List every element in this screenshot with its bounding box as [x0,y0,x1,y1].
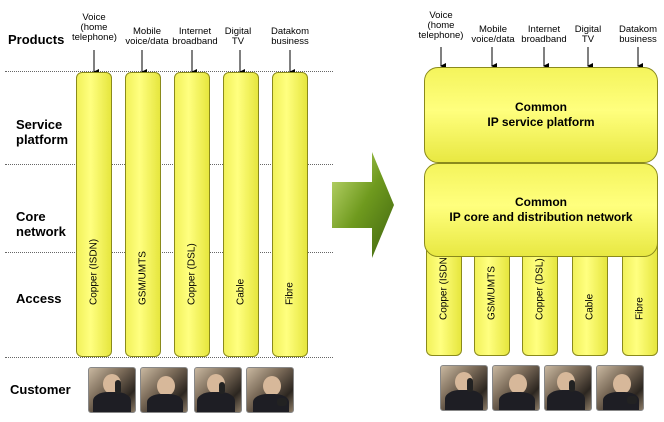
divider-access [5,357,333,358]
right-pillar-label: Copper (DSL) [534,258,546,320]
left-pillar-label: Copper (ISDN) [88,238,100,305]
right-product-mobile: Mobile voice/data [471,24,515,45]
left-pillar-label: Copper (DSL) [186,243,198,305]
right-pillar-label: Cable [584,293,596,320]
customer-photo [544,365,592,411]
customer-photo [140,367,188,413]
transition-arrow [332,152,394,258]
divider-products [5,71,333,72]
left-products: Voice (home telephone) Mobile voice/data… [0,0,330,72]
right-product-arrows [440,47,643,69]
right-product-internet: Internet broadband [521,24,567,45]
right-product-voice: Voice (home telephone) [418,10,464,41]
left-product-internet: Internet broadband [172,26,218,47]
left-pillar-copper-dsl: Copper (DSL) [174,72,210,357]
divider-core [5,252,333,253]
left-pillar-copper-isdn: Copper (ISDN) [76,72,112,357]
right-product-tv: Digital TV [574,24,602,45]
common-ip-service-platform: Common IP service platform [424,67,658,163]
left-product-voice: Voice (home telephone) [72,12,117,43]
right-products: Voice (home telephone) Mobile voice/data… [410,0,664,70]
customer-photo [246,367,294,413]
right-pillar-label: Fibre [634,297,646,320]
left-pillar-label: GSM/UMTS [137,251,149,305]
right-pillar-label: Copper (ISDN) [438,253,450,320]
customer-photo [88,367,136,413]
right-pillar-label: GSM/UMTS [486,266,498,320]
left-product-mobile: Mobile voice/data [125,26,169,47]
row-label-service-platform: Service platform [16,117,68,147]
left-pillar-gsm-umts: GSM/UMTS [125,72,161,357]
row-label-core-network: Core network [16,209,66,239]
row-label-customer: Customer [10,382,71,397]
customer-photo [440,365,488,411]
left-product-datakom: Datakom business [270,26,309,47]
left-pillar-fibre: Fibre [272,72,308,357]
row-label-products: Products [8,32,65,47]
left-pillar-label: Cable [235,278,247,305]
customer-photo [492,365,540,411]
right-product-datakom: Datakom business [618,24,657,45]
divider-service [5,164,333,165]
customer-photo [194,367,242,413]
customer-photo [596,365,644,411]
common-ip-core-network: Common IP core and distribution network [424,163,658,257]
left-product-arrows [93,50,295,75]
left-pillar-label: Fibre [284,282,296,305]
left-pillar-cable: Cable [223,72,259,357]
left-product-tv: Digital TV [224,26,252,47]
row-label-access: Access [16,291,62,306]
